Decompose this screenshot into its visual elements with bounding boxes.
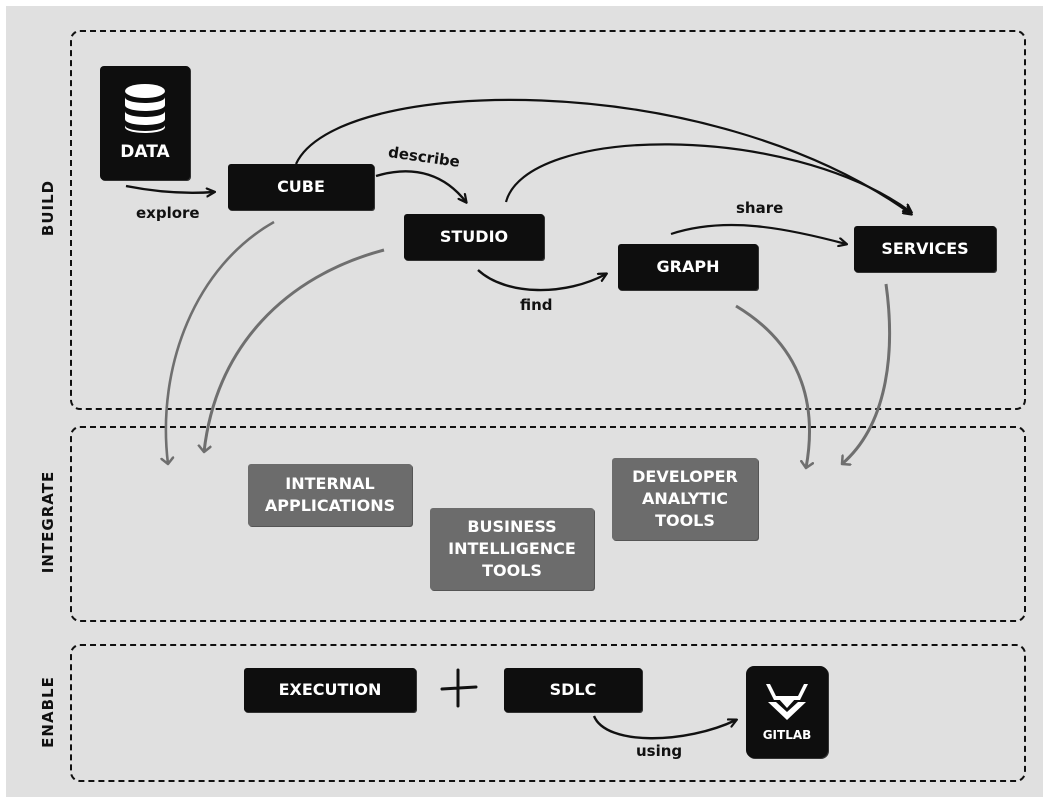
find-label: find bbox=[520, 296, 553, 314]
enable-section bbox=[70, 644, 1026, 782]
developer-analytic-tools-label: DEVELOPER ANALYTIC TOOLS bbox=[632, 467, 738, 530]
arrow-sdlc-to-gitlab bbox=[592, 715, 736, 740]
using-label: using bbox=[636, 742, 683, 760]
build-section bbox=[70, 30, 1026, 410]
internal-applications-node: INTERNAL APPLICATIONS bbox=[248, 464, 412, 526]
business-intelligence-tools-node: BUSINESS INTELLIGENCE TOOLS bbox=[430, 508, 594, 590]
studio-node: STUDIO bbox=[404, 214, 544, 260]
plus-icon bbox=[440, 668, 478, 708]
sdlc-node: SDLC bbox=[504, 668, 642, 712]
diagram-canvas: BUILD INTEGRATE ENABLE bbox=[6, 6, 1043, 797]
gitlab-label: GITLAB bbox=[762, 728, 812, 742]
execution-node: EXECUTION bbox=[244, 668, 416, 712]
explore-label: explore bbox=[136, 204, 200, 222]
studio-label: STUDIO bbox=[439, 227, 509, 246]
cube-label: CUBE bbox=[277, 177, 325, 196]
arrows-layer bbox=[125, 98, 1043, 740]
integrate-section bbox=[70, 426, 1026, 622]
cube-node: CUBE bbox=[228, 164, 374, 210]
arrow-data-to-cube bbox=[125, 184, 214, 193]
database-icon bbox=[125, 84, 165, 133]
arrow-cube-to-integrate bbox=[166, 220, 275, 464]
business-intelligence-tools-label: BUSINESS INTELLIGENCE TOOLS bbox=[448, 517, 576, 580]
execution-label: EXECUTION bbox=[278, 680, 382, 699]
data-node: DATA bbox=[100, 66, 190, 180]
arrow-studio-to-services bbox=[504, 143, 911, 212]
data-label: DATA bbox=[120, 142, 170, 162]
internal-applications-label: INTERNAL APPLICATIONS bbox=[264, 474, 396, 515]
arrow-services-to-integrate bbox=[842, 283, 891, 464]
arrow-studio-to-integrate bbox=[204, 248, 385, 452]
arrow-cube-to-services bbox=[295, 98, 911, 214]
services-node: SERVICES bbox=[854, 226, 996, 272]
sdlc-label: SDLC bbox=[549, 680, 597, 699]
arrow-cube-to-studio bbox=[375, 170, 466, 202]
gitlab-fox-icon bbox=[766, 684, 808, 720]
services-label: SERVICES bbox=[881, 239, 969, 258]
arrow-graph-to-services bbox=[670, 223, 846, 244]
graph-label: GRAPH bbox=[656, 257, 720, 276]
arrow-graph-to-integrate bbox=[735, 304, 810, 468]
arrow-studio-to-graph bbox=[477, 269, 606, 292]
graph-node: GRAPH bbox=[618, 244, 758, 290]
gitlab-node: GITLAB bbox=[746, 666, 828, 758]
share-label: share bbox=[736, 199, 784, 217]
developer-analytic-tools-node: DEVELOPER ANALYTIC TOOLS bbox=[612, 458, 758, 540]
